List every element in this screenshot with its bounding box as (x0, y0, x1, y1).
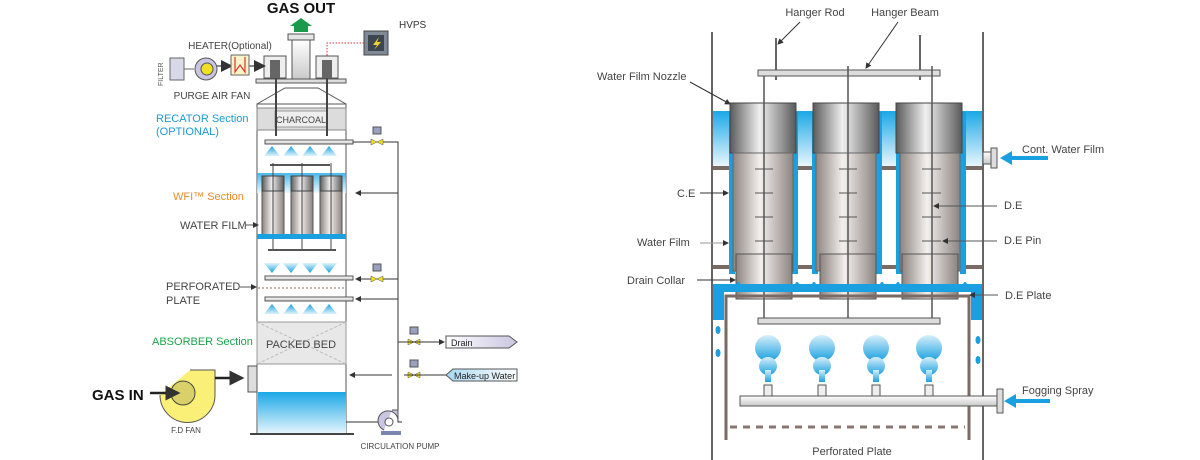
spray-header-1 (264, 139, 354, 145)
hanger-rod-label: Hanger Rod (785, 7, 844, 19)
sump-water (258, 392, 346, 434)
insulator-left (270, 60, 280, 78)
spray-header-3 (264, 296, 354, 302)
valve-icon[interactable] (370, 126, 384, 146)
wfi-cylinders (257, 163, 346, 251)
purge-fan-impeller (200, 62, 214, 76)
drain-collar-label: Drain Collar (627, 275, 685, 287)
high-voltage-icon (373, 37, 381, 50)
recator-section-optional: (OPTIONAL) (156, 126, 219, 138)
perforated-plate-label: PERFORATED (166, 281, 240, 293)
gas-in-label: GAS IN (92, 387, 144, 404)
absorber-section-label: ABSORBER Section (152, 336, 253, 348)
drain-label: Drain (451, 338, 473, 348)
de-plate-label: D.E Plate (1005, 290, 1051, 302)
fogging-spray-header (739, 395, 999, 407)
makeup-water-tag (445, 368, 518, 382)
cont-water-inlet-flange (990, 147, 998, 169)
fogging-spray-arrow-icon (1004, 394, 1050, 408)
fd-fan-label: F.D FAN (171, 426, 201, 435)
packed-bed-hatch (256, 321, 347, 365)
valve-icon[interactable] (370, 263, 384, 283)
water-film-label-right: Water Film (637, 237, 690, 249)
heater-label: HEATER(Optional) (188, 41, 272, 52)
ce-label: C.E (677, 188, 695, 200)
de-plate-water (740, 284, 955, 292)
filter-label: FILTER (158, 62, 165, 86)
fogging-spray-label: Fogging Spray (1022, 385, 1094, 397)
drain-channel-left (713, 284, 740, 320)
pump-impeller (384, 417, 394, 427)
drain-channel-right (955, 284, 982, 320)
hanger-beam-label: Hanger Beam (871, 7, 939, 19)
perforated-plate-label: Perforated Plate (812, 446, 892, 458)
outlet-flange (287, 33, 315, 41)
hvps-cable (326, 42, 364, 58)
gas-out-arrow-icon (290, 18, 312, 32)
hanger-rod-pointer (777, 21, 801, 45)
circulation-pump-label: CIRCULATION PUMP (361, 442, 440, 451)
drain-tag (445, 335, 518, 349)
hanger-beam-pointer (865, 21, 899, 69)
hanger-beam (757, 69, 941, 77)
outlet-stack (291, 39, 311, 81)
spray-nozzles-3 (264, 304, 337, 314)
fogging-spray-flange (996, 388, 1004, 414)
water-drops (715, 282, 981, 364)
gas-out-label: GAS OUT (267, 0, 335, 17)
makeup-water-label: Make-up Water (454, 371, 515, 381)
pump-base (381, 431, 401, 435)
cont-water-inlet-pipe (982, 151, 992, 165)
recirc-pipe-main (353, 141, 402, 423)
de-label: D.E (1004, 200, 1022, 212)
wfi-section-label: WFI™ Section (173, 191, 244, 203)
gas-inlet-flange (247, 365, 258, 393)
water-film-nozzle-pointer (689, 81, 731, 105)
hvps-label: HVPS (399, 20, 427, 31)
purge-air-fan-label: PURGE AIR FAN (174, 91, 251, 102)
insulator-right (322, 60, 332, 78)
fog-nozzles (763, 384, 934, 397)
circulation-pump-icon (377, 409, 399, 431)
packed-bed-label: PACKED BED (266, 339, 336, 351)
heater-coil (234, 57, 246, 74)
filter-icon (169, 57, 185, 81)
packed-bed-hatch-2 (256, 321, 347, 365)
spray-nozzles-2 (264, 263, 337, 273)
right-wfi-detail-diagram: Hanger Rod Hanger Beam Water Film Nozzle (597, 7, 1104, 460)
recator-section-label: RECATOR Section (156, 113, 249, 125)
cont-water-film-arrow-icon (1000, 151, 1048, 165)
lower-hanger-beam (757, 317, 941, 325)
spray-header-2 (264, 275, 354, 281)
discharge-electrode-cylinders (729, 66, 966, 320)
top-flange (255, 78, 347, 84)
de-plate (724, 294, 971, 440)
left-process-diagram: GAS OUT HVPS FILTER PURGE AIR FAN HEATER… (92, 0, 518, 451)
fog-spray-plumes (755, 335, 942, 382)
tower-cone (256, 87, 347, 105)
charcoal-label: CHARCOAL (276, 115, 326, 125)
de-pin-label: D.E Pin (1004, 235, 1041, 247)
perforated-plate-label-2: PLATE (166, 295, 200, 307)
cont-water-film-label: Cont. Water Film (1022, 144, 1104, 156)
water-film-nozzle-label: Water Film Nozzle (597, 71, 686, 83)
spray-nozzles-1 (264, 146, 337, 156)
water-film-label: WATER FILM (180, 220, 247, 232)
